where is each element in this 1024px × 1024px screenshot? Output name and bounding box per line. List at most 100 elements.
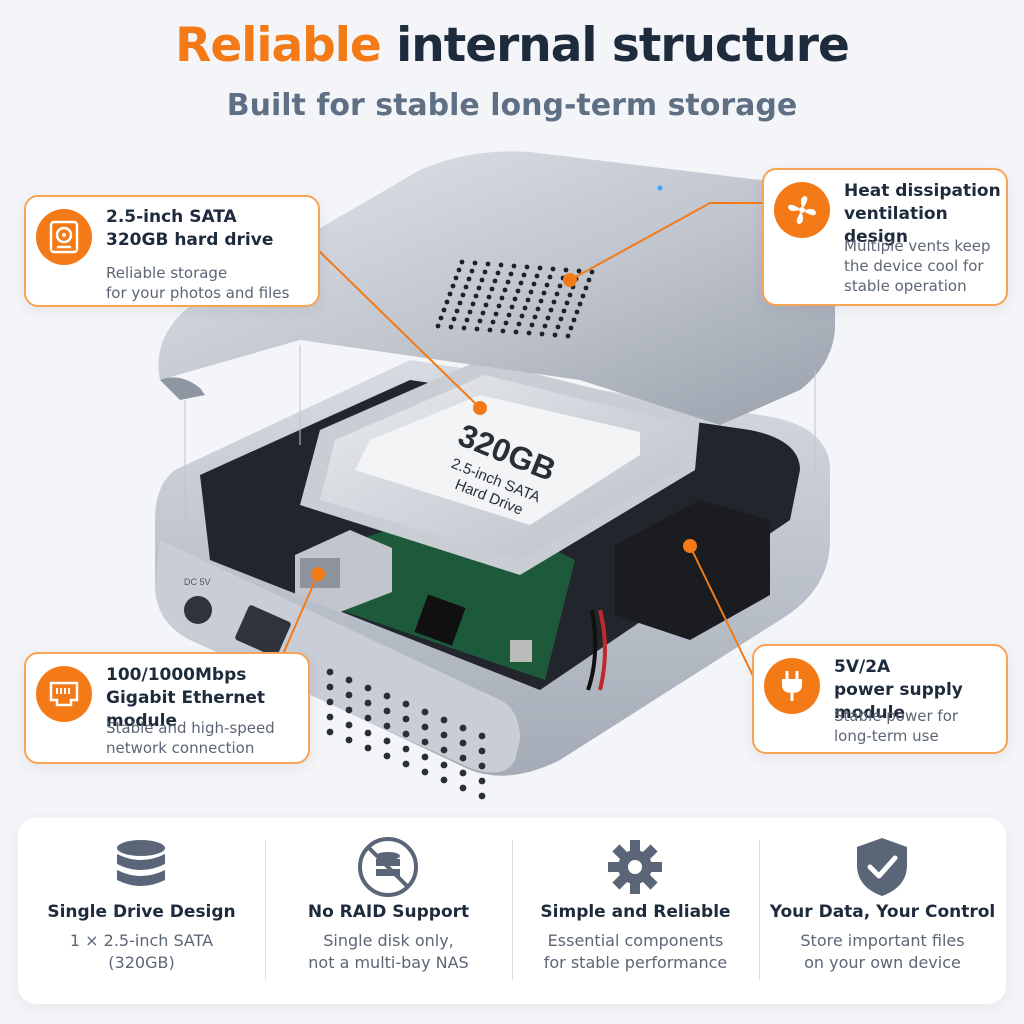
vent-hole <box>526 330 532 336</box>
vent-hole <box>469 268 475 274</box>
vent-hole <box>478 762 486 770</box>
feature-desc-line: 1 × 2.5-inch SATA <box>69 931 214 950</box>
vent-hole <box>438 315 444 321</box>
vent-hole <box>529 322 535 328</box>
callout-heat-title-1: Heat dissipation <box>844 181 1001 201</box>
feature-title: Single Drive Design <box>47 902 236 922</box>
vent-hole <box>459 784 467 792</box>
feature-desc-line: not a multi-bay NAS <box>308 953 469 972</box>
feature-simple-reliable: Simple and Reliable Essential components… <box>512 818 759 1004</box>
vent-hole <box>516 321 522 327</box>
vent-hole <box>456 267 462 273</box>
vent-hole <box>586 277 592 283</box>
vent-hole <box>440 746 448 754</box>
hard-drive-icon <box>36 209 92 265</box>
vent-hole <box>500 328 506 334</box>
vent-hole <box>492 278 498 284</box>
vent-hole <box>383 737 391 745</box>
vent-hole <box>364 729 372 737</box>
feature-title: Simple and Reliable <box>540 902 731 922</box>
vent-hole <box>583 285 589 291</box>
vent-hole <box>364 684 372 692</box>
callout-heat-dissipation: Heat dissipation ventilation design Multi… <box>762 168 1008 306</box>
feature-single-drive: Single Drive Design 1 × 2.5-inch SATA (32… <box>18 818 265 1004</box>
vent-hole <box>480 310 486 316</box>
vent-hole <box>477 318 483 324</box>
callout-power-desc-2: long-term use <box>834 727 939 745</box>
vent-hole <box>326 713 334 721</box>
feature-title: Your Data, Your Control <box>769 902 996 922</box>
vent-hole <box>525 297 531 303</box>
callout-heat-title-2: ventilation design <box>844 204 948 247</box>
feature-desc-line: for stable performance <box>543 953 728 972</box>
vent-hole <box>402 715 410 723</box>
ethernet-module <box>295 530 392 612</box>
vent-hole <box>487 327 493 333</box>
vent-hole <box>565 333 571 339</box>
vent-hole <box>552 332 558 338</box>
vent-hole <box>521 272 527 278</box>
vent-hole <box>451 316 457 322</box>
vent-hole <box>402 730 410 738</box>
front-vents <box>326 668 486 800</box>
power-module <box>586 500 770 691</box>
vent-hole <box>326 698 334 706</box>
vent-hole <box>567 292 573 298</box>
callout-leaders <box>262 202 765 701</box>
vent-hole <box>345 721 353 729</box>
vent-hole <box>561 308 567 314</box>
vent-hole <box>547 274 553 280</box>
vent-hole <box>503 320 509 326</box>
vent-hole <box>467 309 473 315</box>
vent-hole <box>326 728 334 736</box>
divider <box>759 840 760 980</box>
vent-hole <box>493 311 499 317</box>
callout-heat-desc-1: Multiple vents keep <box>844 237 991 255</box>
vent-hole <box>421 768 429 776</box>
vent-hole <box>496 303 502 309</box>
shield-check-icon <box>857 838 907 896</box>
vent-hole <box>440 761 448 769</box>
vent-hole <box>485 261 491 267</box>
title-accent: Reliable <box>175 18 382 73</box>
page-subtitle: Built for stable long-term storage <box>226 88 798 123</box>
vent-hole <box>535 306 541 312</box>
vent-hole <box>383 722 391 730</box>
vent-hole <box>459 769 467 777</box>
vent-hole <box>466 276 472 282</box>
vent-hole <box>490 319 496 325</box>
callout-power-title-2: power supply module <box>834 680 963 723</box>
vent-hole <box>459 754 467 762</box>
feature-desc-line: (320GB) <box>108 953 175 972</box>
vent-hole <box>460 292 466 298</box>
vent-hole <box>448 324 454 330</box>
port-label: DC 5V <box>184 577 211 587</box>
vent-hole <box>571 317 577 323</box>
vent-hole <box>576 268 582 274</box>
vent-hole <box>509 304 515 310</box>
ethernet-port <box>235 605 291 657</box>
vent-hole <box>478 732 486 740</box>
vent-hole <box>519 313 525 319</box>
vent-hole <box>364 699 372 707</box>
vent-hole <box>548 307 554 313</box>
vent-hole <box>463 284 469 290</box>
vent-hole <box>326 683 334 691</box>
callout-heat-desc-2: the device cool for <box>844 257 984 275</box>
vent-hole <box>508 271 514 277</box>
vent-hole <box>544 282 550 288</box>
callout-hard-drive-title-2: 320GB hard drive <box>106 230 274 250</box>
device-illustration: DC 5V 320GB 2.5-inch SATA Hard Drive <box>155 151 835 800</box>
vent-hole <box>486 294 492 300</box>
ethernet-port-icon <box>36 666 92 722</box>
feature-desc-line: on your own device <box>804 953 961 972</box>
vent-hole <box>574 309 580 315</box>
vent-hole <box>506 312 512 318</box>
callout-heat-desc-3: stable operation <box>844 277 967 295</box>
vent-hole <box>522 305 528 311</box>
vent-hole <box>482 269 488 275</box>
vent-hole <box>421 753 429 761</box>
title-rest: internal structure <box>380 18 850 73</box>
